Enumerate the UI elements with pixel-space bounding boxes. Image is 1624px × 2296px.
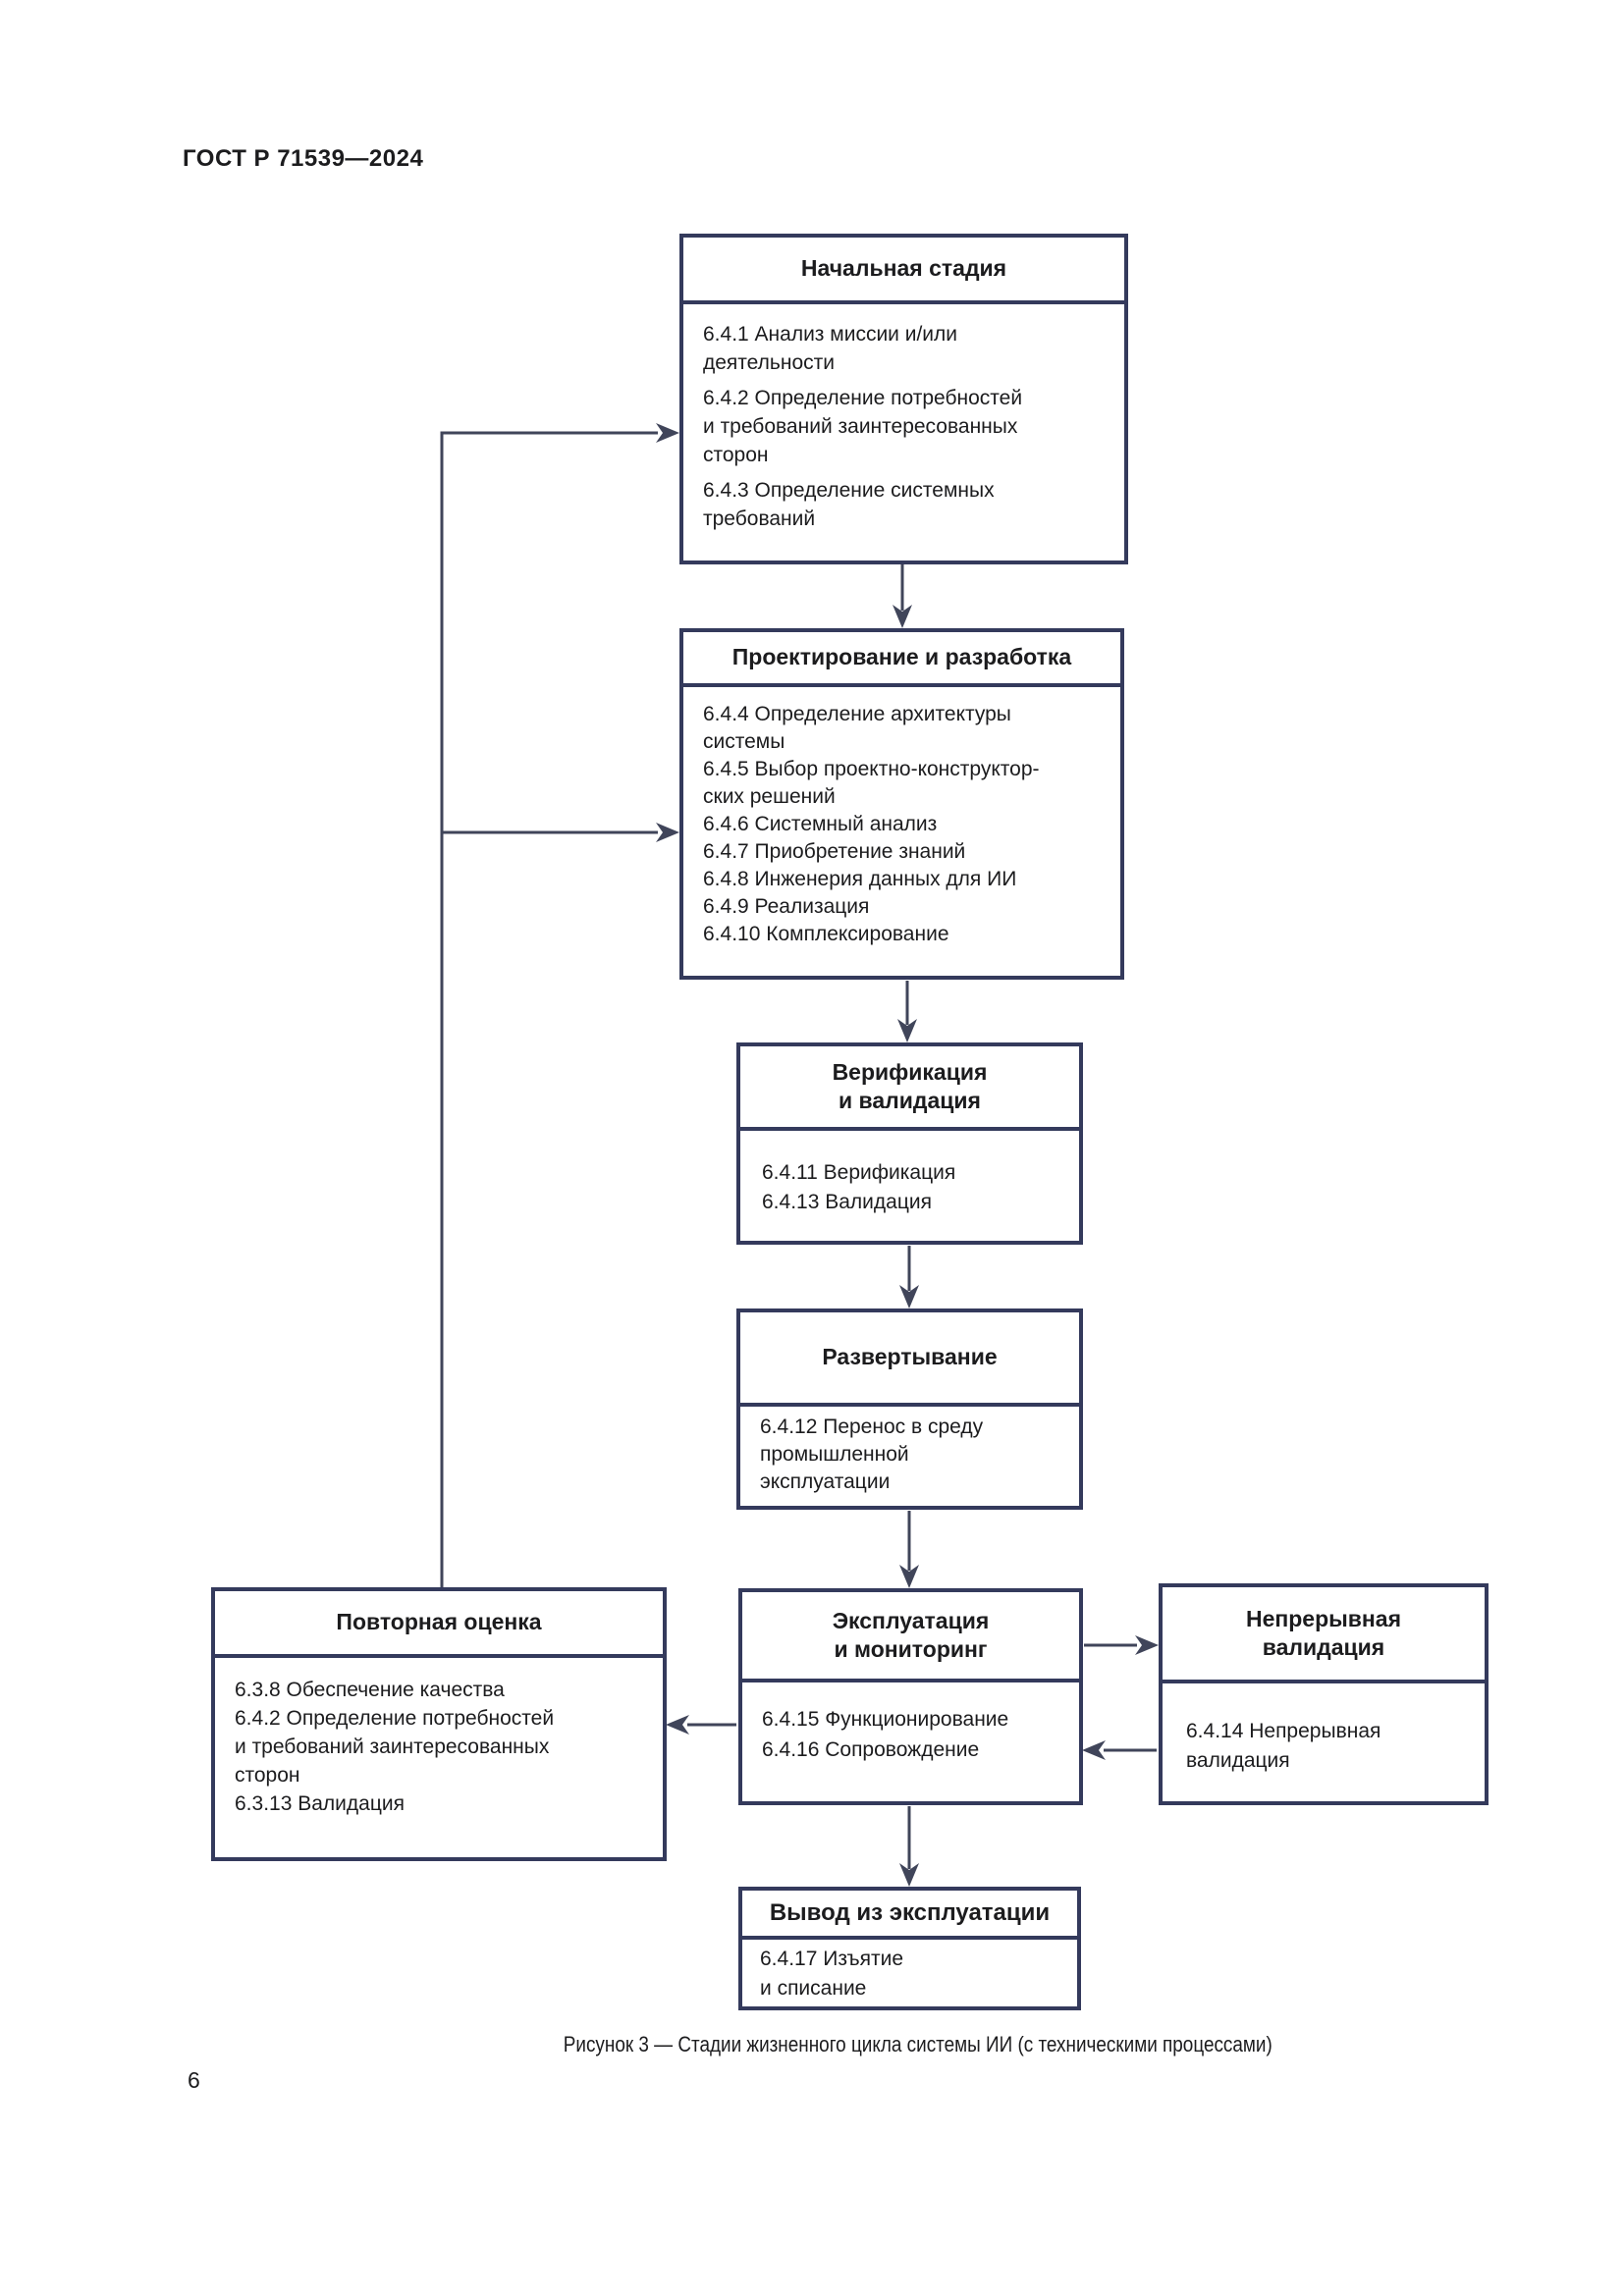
stage-title-reassessment: Повторная оценка [215, 1591, 663, 1658]
stage-box-deployment: Развертывание 6.4.12 Перенос в среду про… [736, 1308, 1083, 1510]
stage-title-initial: Начальная стадия [683, 238, 1124, 304]
stage-title-deployment: Развертывание [740, 1312, 1079, 1407]
stage-box-continuous-validation: Непрерывная валидация 6.4.14 Непрерывная… [1159, 1583, 1489, 1805]
arrowhead-verification-to-deployment [899, 1285, 919, 1308]
document-code: ГОСТ Р 71539—2024 [183, 145, 424, 172]
stage-title-design: Проектирование и разработка [683, 632, 1120, 687]
arrowhead-operation-to-continuous [1135, 1635, 1159, 1655]
stage-box-operation: Эксплуатация и мониторинг 6.4.15 Функцио… [738, 1588, 1083, 1805]
arrowhead-loop-to-design [656, 823, 679, 842]
page-number: 6 [188, 2067, 200, 2093]
stage-title-retirement: Вывод из эксплуатации [742, 1891, 1077, 1940]
stage-box-design: Проектирование и разработка 6.4.4 Опреде… [679, 628, 1124, 980]
stage-title-continuous-validation: Непрерывная валидация [1163, 1587, 1485, 1683]
stage-items-retirement: 6.4.17 Изъятие и списание [760, 1948, 904, 2000]
stage-box-initial: Начальная стадия 6.4.1 Анализ миссии и/и… [679, 234, 1128, 564]
arrowhead-loop-to-initial [656, 423, 679, 443]
arrowhead-continuous-to-operation [1082, 1740, 1106, 1760]
figure-caption: Рисунок 3 — Стадии жизненного цикла сист… [314, 2032, 1522, 2057]
arrowhead-initial-to-design [893, 605, 912, 628]
arrowhead-operation-to-reassessment [666, 1715, 689, 1735]
stage-box-retirement: Вывод из эксплуатации 6.4.17 Изъятие и с… [738, 1887, 1081, 2010]
stage-items-continuous-validation: 6.4.14 Непрерывная валидация [1186, 1720, 1381, 1772]
loop-line-reassessment-up [440, 431, 658, 1587]
stage-box-verification: Верификация и валидация 6.4.11 Верификац… [736, 1042, 1083, 1245]
stage-title-verification: Верификация и валидация [740, 1046, 1079, 1131]
stage-title-operation: Эксплуатация и мониторинг [742, 1592, 1079, 1682]
stage-items-deployment: 6.4.12 Перенос в среду промышленной эксп… [760, 1415, 984, 1493]
arrowhead-operation-to-retirement [899, 1863, 919, 1887]
figure-caption-text: Рисунок 3 — Стадии жизненного цикла сист… [563, 2032, 1273, 2056]
stage-box-reassessment: Повторная оценка 6.3.8 Обеспечение качес… [211, 1587, 667, 1861]
arrowhead-deployment-to-operation [899, 1565, 919, 1588]
arrowhead-design-to-verification [897, 1019, 917, 1042]
